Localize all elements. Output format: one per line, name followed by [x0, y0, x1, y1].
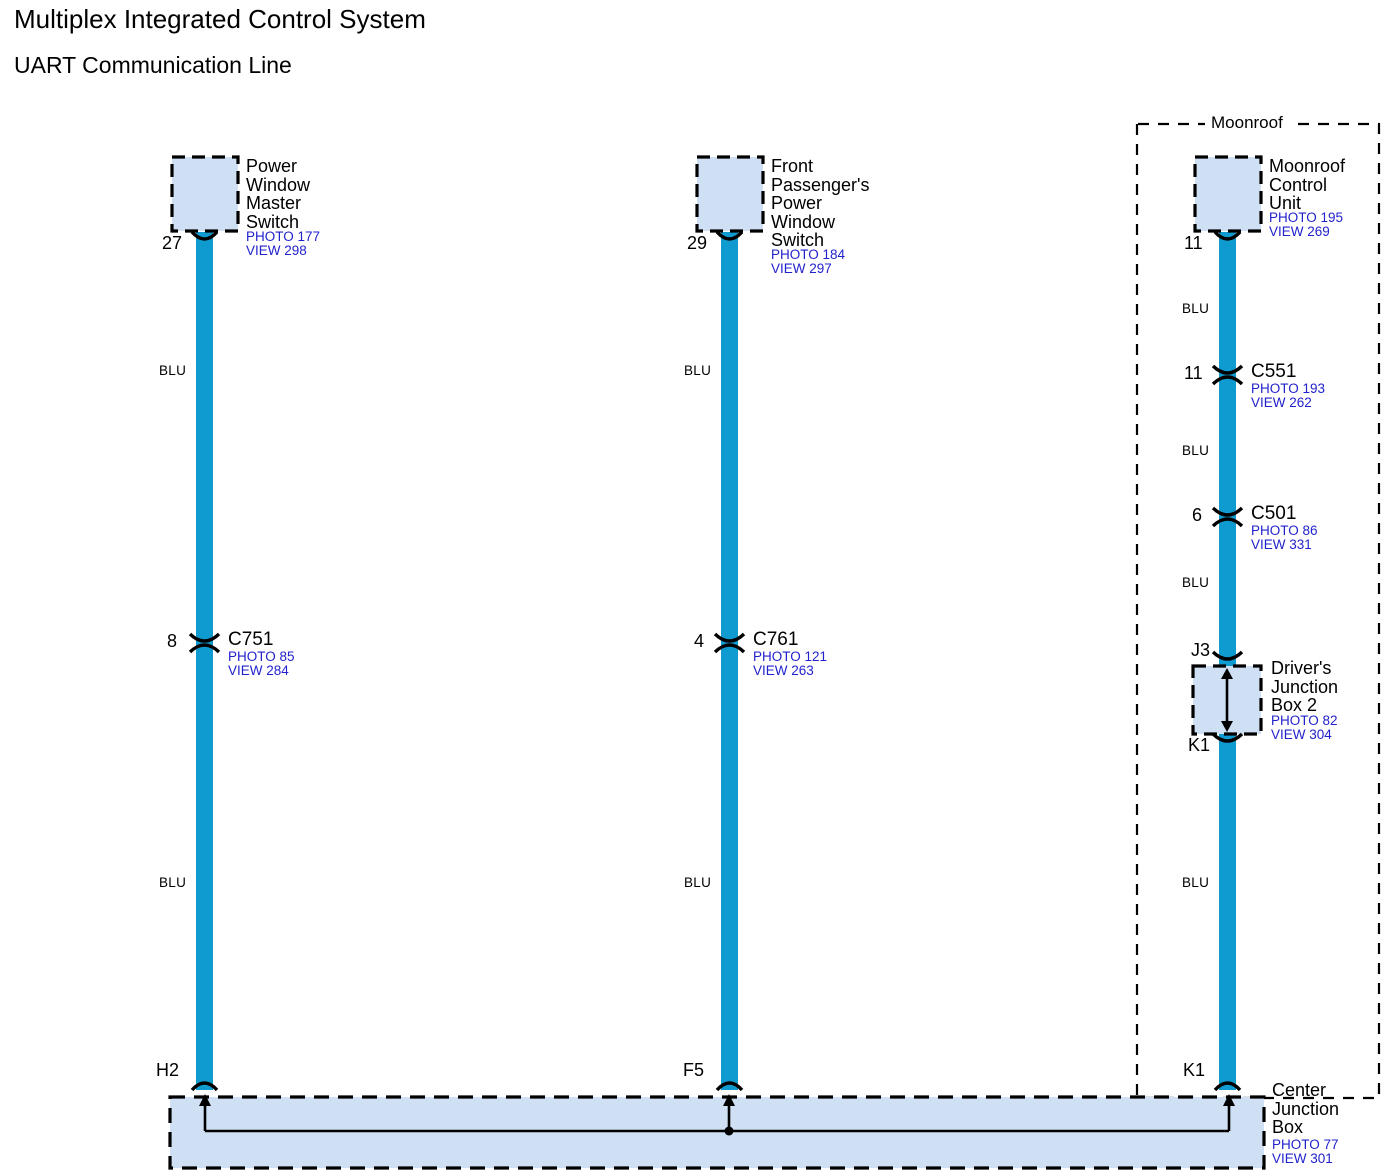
- region-label-moonroof: Moonroof: [1205, 113, 1289, 133]
- connector-glyph-c751-top: [188, 632, 221, 643]
- pin-label-h2: H2: [156, 1060, 180, 1080]
- connector-glyph-c761-top: [713, 632, 746, 643]
- view-ref-c501: VIEW 331: [1251, 537, 1312, 552]
- view-ref-center-junction-box: VIEW 301: [1272, 1151, 1333, 1166]
- photo-ref-center-junction-box: PHOTO 77: [1272, 1137, 1339, 1152]
- wire-right: [1219, 232, 1236, 1090]
- page-subtitle: UART Communication Line: [14, 52, 292, 78]
- view-ref-power-window-master-switch: VIEW 298: [246, 243, 307, 258]
- view-ref-drivers-junction-box-2: VIEW 304: [1271, 727, 1332, 742]
- wire-color-label-right-4: BLU: [1182, 875, 1210, 890]
- pin-label-c751: 8: [167, 631, 178, 651]
- wire-color-label-right-1: BLU: [1182, 301, 1210, 316]
- wire-left: [196, 232, 213, 1090]
- pin-cap-h2: [190, 1081, 219, 1092]
- pin-cap-k1: [1213, 1081, 1242, 1092]
- connector-glyph-c761-bottom: [713, 643, 746, 654]
- component-label-power-window-master-switch: Power Window Master Switch: [246, 156, 311, 232]
- connector-glyph-k1-djb2: [1211, 732, 1244, 743]
- pin-label-left-component: 27: [162, 233, 183, 253]
- arrowhead-h2: [199, 1094, 211, 1106]
- arrowhead-djb2-up: [1221, 668, 1233, 679]
- wire-color-label-middle-upper: BLU: [684, 363, 712, 378]
- pin-label-middle-component: 29: [687, 233, 708, 253]
- view-ref-c551: VIEW 262: [1251, 395, 1312, 410]
- connector-glyph-c501-top: [1211, 506, 1244, 517]
- pin-cap-left: [190, 230, 219, 241]
- photo-ref-moonroof-control-unit: PHOTO 195: [1269, 210, 1344, 225]
- arrowhead-djb2-down: [1221, 721, 1233, 732]
- component-box-moonroof-control-unit: [1193, 155, 1263, 233]
- wire-color-label-right-3: BLU: [1182, 575, 1210, 590]
- pin-label-c761: 4: [694, 631, 705, 651]
- component-label-drivers-junction-box-2: Driver's Junction Box 2: [1271, 658, 1339, 715]
- connector-glyph-c501-bottom: [1211, 517, 1244, 528]
- pin-label-j3: J3: [1191, 640, 1211, 660]
- view-ref-c751: VIEW 284: [228, 663, 289, 678]
- pin-label-k1-bottom: K1: [1183, 1060, 1206, 1080]
- pin-label-right-component: 11: [1184, 233, 1203, 253]
- connector-glyph-c551-top: [1211, 364, 1244, 375]
- wire-color-label-left-lower: BLU: [159, 875, 187, 890]
- component-box-center-junction-box: [168, 1095, 1266, 1170]
- moonroof-region-outline: [1135, 122, 1381, 1100]
- view-ref-front-passengers-power-window-switch: VIEW 297: [771, 261, 832, 276]
- component-label-center-junction-box: Center Junction Box: [1272, 1080, 1340, 1137]
- connector-label-c551: C551: [1251, 361, 1297, 382]
- pin-label-f5: F5: [683, 1060, 705, 1080]
- component-box-power-window-master-switch: [170, 155, 240, 233]
- photo-ref-front-passengers-power-window-switch: PHOTO 184: [771, 247, 846, 262]
- photo-ref-c751: PHOTO 85: [228, 649, 295, 664]
- view-ref-moonroof-control-unit: VIEW 269: [1269, 224, 1330, 239]
- photo-ref-c761: PHOTO 121: [753, 649, 828, 664]
- component-label-front-passengers-power-window-switch: Front Passenger's Power Window Switch: [771, 156, 870, 250]
- wire-middle: [721, 232, 738, 1090]
- photo-ref-c501: PHOTO 86: [1251, 523, 1318, 538]
- view-ref-c761: VIEW 263: [753, 663, 814, 678]
- wire-color-label-right-2: BLU: [1182, 443, 1210, 458]
- connector-glyph-j3: [1211, 650, 1244, 661]
- arrowhead-f5: [723, 1094, 735, 1106]
- component-label-moonroof-control-unit: Moonroof Control Unit: [1269, 156, 1346, 213]
- pin-cap-f5: [715, 1081, 744, 1092]
- wire-color-label-middle-lower: BLU: [684, 875, 712, 890]
- photo-ref-c551: PHOTO 193: [1251, 381, 1326, 396]
- pin-cap-middle: [715, 230, 744, 241]
- component-box-front-passengers-power-window-switch: [695, 155, 765, 233]
- bus-junction-dot-f5: [724, 1126, 734, 1136]
- arrowhead-k1: [1223, 1094, 1235, 1106]
- pin-label-c551: 11: [1184, 363, 1203, 383]
- photo-ref-drivers-junction-box-2: PHOTO 82: [1271, 713, 1338, 728]
- connector-label-c751: C751: [228, 629, 274, 650]
- connector-label-c501: C501: [1251, 503, 1297, 524]
- wire-color-label-left-upper: BLU: [159, 363, 187, 378]
- connector-label-c761: C761: [753, 629, 799, 650]
- photo-ref-power-window-master-switch: PHOTO 177: [246, 229, 321, 244]
- connector-glyph-c551-bottom: [1211, 375, 1244, 386]
- pin-label-c501: 6: [1192, 505, 1203, 525]
- pin-label-k1-djb2: K1: [1188, 735, 1211, 755]
- pin-cap-right: [1213, 230, 1242, 241]
- connector-glyph-c751-bottom: [188, 643, 221, 654]
- page-title: Multiplex Integrated Control System: [14, 4, 426, 34]
